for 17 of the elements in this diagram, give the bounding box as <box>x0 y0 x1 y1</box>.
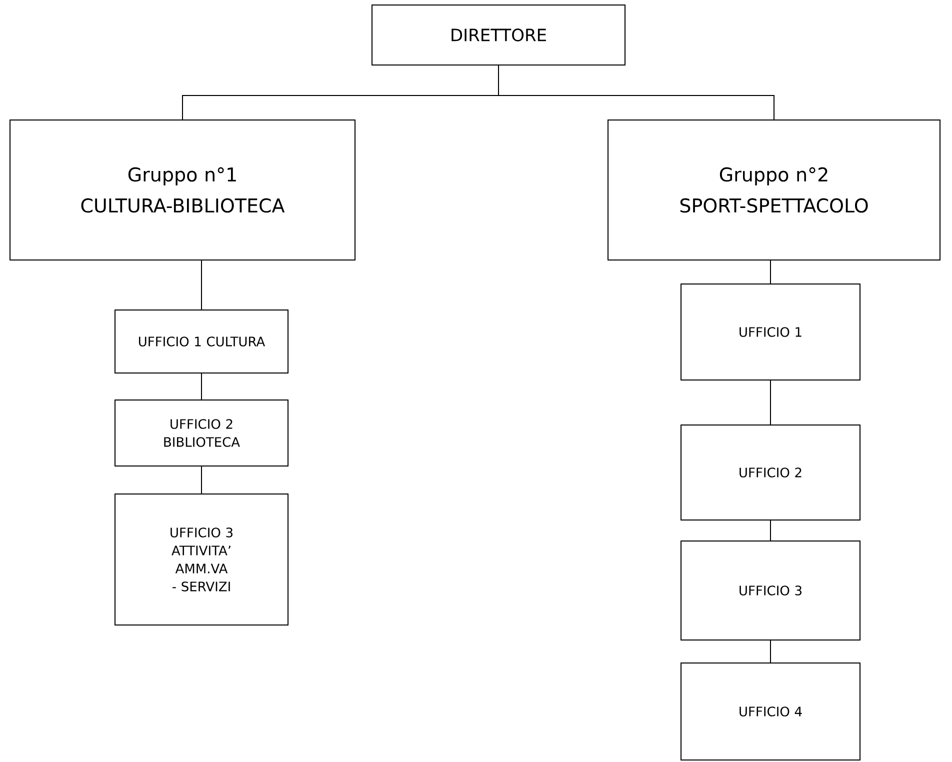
office-box: UFFICIO 3 ATTIVITA’ AMM.VA - SERVIZI <box>114 493 288 626</box>
chart-box: DIRETTORE <box>372 4 626 66</box>
connector-line <box>770 640 771 663</box>
office-box: UFFICIO 2 <box>680 424 860 520</box>
connector-line <box>201 372 202 400</box>
connector-line <box>770 520 771 541</box>
connector-line <box>201 260 202 310</box>
office-box: UFFICIO 3 <box>680 540 860 640</box>
connector-line <box>770 260 771 284</box>
office-box: UFFICIO 1 <box>680 283 860 380</box>
group-box: Gruppo n°2 SPORT-SPETTACOLO <box>608 119 940 260</box>
office-box: UFFICIO 4 <box>680 662 860 760</box>
connector-line <box>201 466 202 494</box>
office-box: UFFICIO 1 CULTURA <box>114 309 288 374</box>
office-box: UFFICIO 2 BIBLIOTECA <box>114 399 288 466</box>
group-box: Gruppo n°1 CULTURA-BIBLIOTECA <box>10 119 356 260</box>
connector-line <box>770 380 771 425</box>
